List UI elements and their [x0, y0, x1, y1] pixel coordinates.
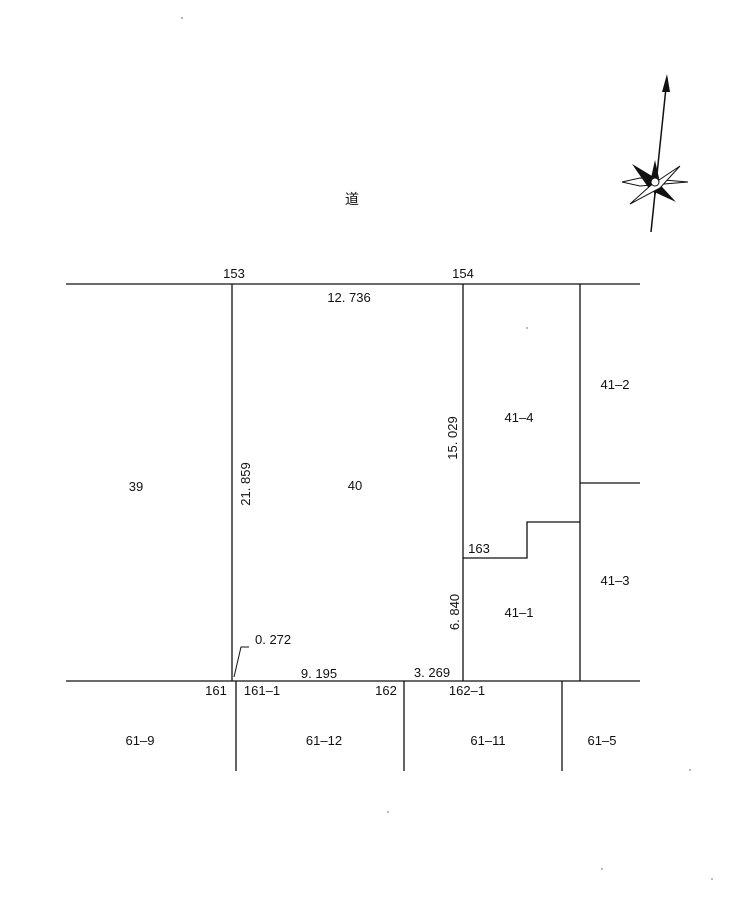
- dimension-bottom-right: 3. 269: [414, 665, 450, 680]
- parcel-161-1: 161–1: [244, 683, 280, 698]
- road-label: 道: [345, 192, 359, 208]
- north-arrow-icon: [621, 74, 689, 233]
- parcel-41-1: 41–1: [505, 605, 534, 620]
- dimension-corner: 0. 272: [255, 632, 291, 647]
- parcel-41-4-1-divider: [463, 521, 580, 559]
- parcel-boundaries: [66, 283, 640, 771]
- marker-162: 162: [375, 683, 397, 698]
- parcel-41-2: 41–2: [601, 377, 630, 392]
- parcel-40: 40: [348, 478, 362, 493]
- corner-leader-line: [233, 646, 249, 678]
- parcel-61-9: 61–9: [126, 733, 155, 748]
- parcel-61-12: 61–12: [306, 733, 342, 748]
- dimension-top: 12. 736: [327, 290, 370, 305]
- parcel-61-11: 61–11: [470, 733, 505, 748]
- marker-153: 153: [223, 266, 245, 281]
- parcel-162-1: 162–1: [449, 683, 485, 698]
- dimension-right-lower: 6. 840: [447, 594, 462, 630]
- marker-161: 161: [205, 683, 227, 698]
- parcel-39: 39: [129, 479, 143, 494]
- dimension-left: 21. 859: [238, 462, 253, 505]
- scan-specks: [181, 17, 713, 880]
- dimension-right-upper: 15. 029: [445, 416, 460, 459]
- parcel-61-5: 61–5: [588, 733, 617, 748]
- parcel-41-4: 41–4: [505, 410, 534, 425]
- marker-163: 163: [468, 541, 490, 556]
- marker-154: 154: [452, 266, 474, 281]
- parcel-41-3: 41–3: [601, 573, 630, 588]
- dimension-bottom: 9. 195: [301, 666, 337, 681]
